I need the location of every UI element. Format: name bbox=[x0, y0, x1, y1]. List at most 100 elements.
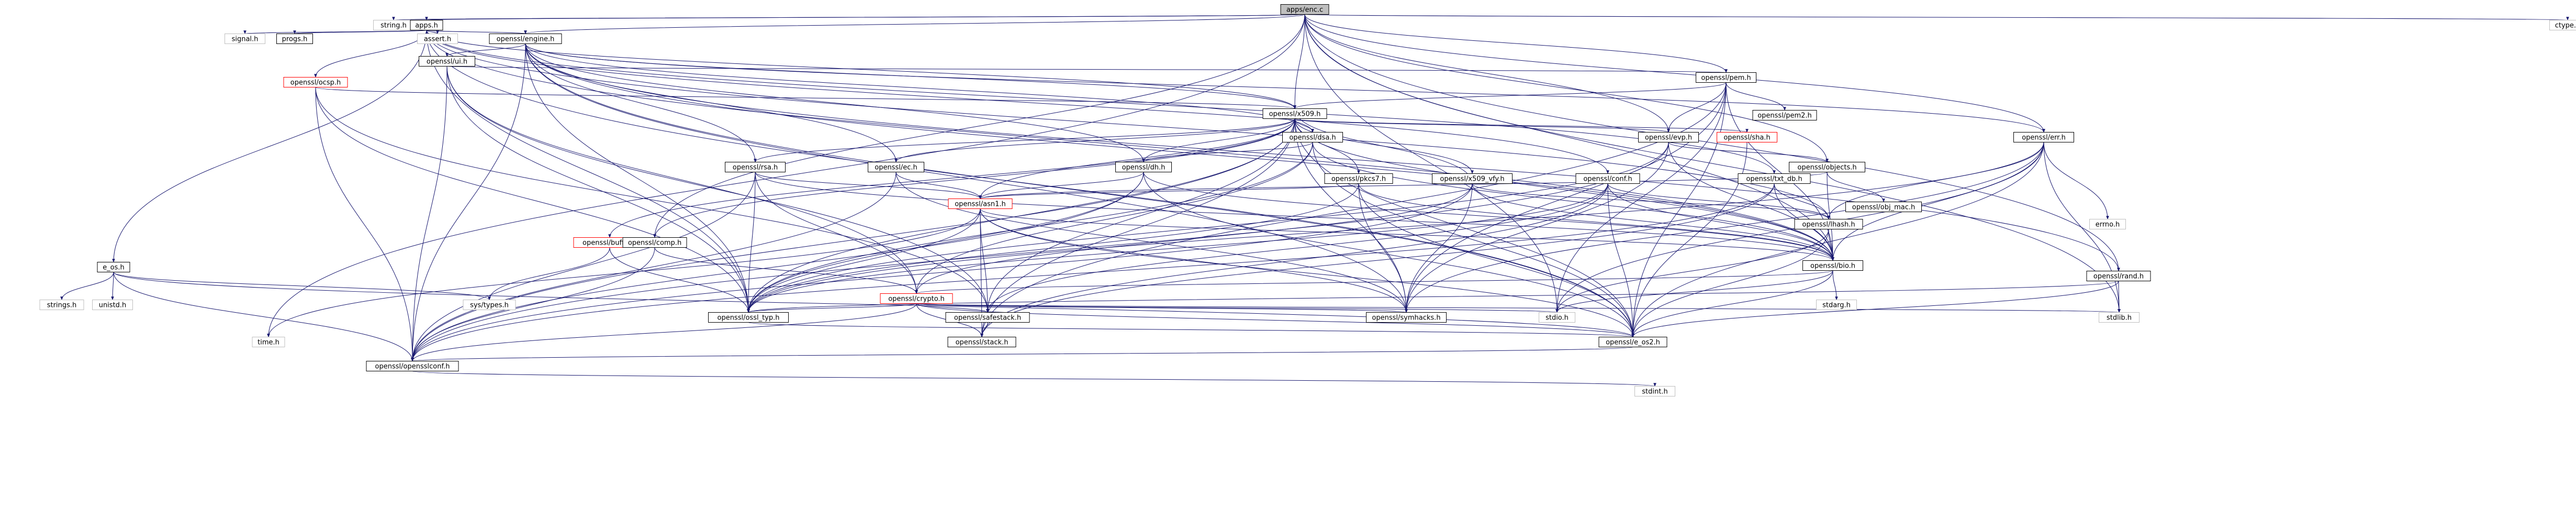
node-box bbox=[1845, 202, 1922, 212]
node-box bbox=[1282, 132, 1343, 142]
node-label: openssl/safestack.h bbox=[954, 314, 1021, 322]
node-label: openssl/comp.h bbox=[628, 239, 681, 247]
dependency-edge bbox=[980, 208, 989, 313]
dependency-edge bbox=[747, 281, 2119, 313]
graph-node-progs[interactable]: progs.h bbox=[276, 34, 313, 44]
dependency-edges bbox=[60, 14, 2568, 387]
dependency-edge bbox=[525, 43, 1634, 338]
graph-node-stdarg: stdarg.h bbox=[1816, 300, 1857, 310]
dependency-edge bbox=[426, 30, 750, 313]
graph-node-e-os[interactable]: e_os.h bbox=[97, 262, 130, 272]
dependency-edge bbox=[525, 43, 1314, 133]
graph-node-symhacks[interactable]: openssl/symhacks.h bbox=[1366, 312, 1447, 323]
graph-node-lhash[interactable]: openssl/lhash.h bbox=[1794, 219, 1863, 229]
graph-node-dsa[interactable]: openssl/dsa.h bbox=[1282, 132, 1343, 142]
graph-node-crypto[interactable]: openssl/crypto.h bbox=[880, 293, 953, 304]
graph-node-engine[interactable]: openssl/engine.h bbox=[489, 34, 562, 44]
node-label: openssl/err.h bbox=[2022, 134, 2066, 142]
graph-node-x509-vfy[interactable]: openssl/x509_vfy.h bbox=[1432, 173, 1513, 184]
dependency-edge bbox=[426, 30, 439, 35]
graph-node-conf[interactable]: openssl/conf.h bbox=[1575, 173, 1640, 184]
node-box bbox=[708, 312, 789, 323]
node-box bbox=[1634, 386, 1675, 396]
dependency-edge bbox=[747, 142, 1313, 313]
graph-node-ec[interactable]: openssl/ec.h bbox=[868, 162, 924, 172]
dependency-edge bbox=[243, 30, 427, 35]
dependency-edge bbox=[1293, 82, 1727, 109]
node-label: openssl/lhash.h bbox=[1802, 221, 1855, 229]
dependency-edge bbox=[1607, 183, 1830, 220]
dependency-edge bbox=[1304, 14, 1559, 313]
graph-node-pem[interactable]: openssl/pem.h bbox=[1696, 72, 1756, 83]
dependency-edge bbox=[895, 172, 982, 200]
graph-node-apps-h[interactable]: apps.h bbox=[410, 20, 443, 30]
node-box bbox=[276, 34, 313, 44]
graph-node-x509[interactable]: openssl/x509.h bbox=[1262, 108, 1327, 119]
dependency-edge bbox=[315, 87, 989, 313]
node-box bbox=[1696, 72, 1756, 83]
dependency-edge bbox=[411, 172, 897, 362]
dependency-edge bbox=[609, 247, 750, 313]
dependency-edge bbox=[1472, 183, 1834, 261]
dependency-edge bbox=[315, 87, 414, 362]
graph-node-strings: strings.h bbox=[39, 300, 84, 310]
graph-node-evp[interactable]: openssl/evp.h bbox=[1638, 132, 1699, 142]
node-label: openssl/opensslconf.h bbox=[375, 363, 450, 371]
graph-node-pkcs7[interactable]: openssl/pkcs7.h bbox=[1324, 173, 1393, 184]
dependency-edge bbox=[915, 270, 1833, 294]
dependency-edge bbox=[411, 66, 447, 362]
graph-node-obj-mac[interactable]: openssl/obj_mac.h bbox=[1845, 202, 1922, 212]
graph-node-e-os2[interactable]: openssl/e_os2.h bbox=[1598, 337, 1667, 347]
node-label: openssl/pem.h bbox=[1701, 74, 1751, 82]
graph-node-err[interactable]: openssl/err.h bbox=[2013, 132, 2074, 142]
graph-node-ossl-typ[interactable]: openssl/ossl_typ.h bbox=[708, 312, 789, 323]
node-box bbox=[2099, 312, 2140, 323]
graph-node-opensslconf[interactable]: openssl/opensslconf.h bbox=[366, 361, 459, 371]
dependency-edge bbox=[525, 43, 2120, 272]
node-label: apps/enc.c bbox=[1286, 6, 1323, 14]
dependency-edge bbox=[525, 43, 757, 163]
dependency-edge bbox=[1304, 14, 2120, 272]
node-box bbox=[2549, 20, 2576, 30]
graph-node-rsa[interactable]: openssl/rsa.h bbox=[725, 162, 786, 172]
node-box bbox=[283, 77, 348, 87]
dependency-edge bbox=[1304, 14, 1728, 73]
graph-node-safestack[interactable]: openssl/safestack.h bbox=[945, 312, 1030, 323]
dependency-edge bbox=[267, 14, 1305, 338]
graph-node-stack[interactable]: openssl/stack.h bbox=[947, 337, 1016, 347]
graph-node-dh[interactable]: openssl/dh.h bbox=[1115, 162, 1172, 172]
dependency-edge bbox=[747, 208, 981, 313]
node-label: openssl/asn1.h bbox=[955, 201, 1006, 208]
graph-node-txt-db[interactable]: openssl/txt_db.h bbox=[1738, 173, 1811, 184]
graph-node-sha[interactable]: openssl/sha.h bbox=[1717, 132, 1777, 142]
graph-node-ui[interactable]: openssl/ui.h bbox=[419, 56, 475, 67]
graph-node-rand[interactable]: openssl/rand.h bbox=[2086, 271, 2151, 281]
graph-node-bio[interactable]: openssl/bio.h bbox=[1802, 260, 1863, 271]
node-box bbox=[880, 293, 953, 304]
node-label: openssl/symhacks.h bbox=[1372, 314, 1440, 322]
dependency-edge bbox=[1294, 118, 1634, 338]
dependency-edge bbox=[754, 118, 1295, 163]
node-label: unistd.h bbox=[99, 302, 127, 310]
dependency-edge bbox=[411, 142, 1669, 362]
dependency-edge bbox=[1294, 118, 1314, 133]
graph-node-objects[interactable]: openssl/objects.h bbox=[1789, 162, 1865, 172]
graph-node-comp[interactable]: openssl/comp.h bbox=[622, 237, 687, 248]
node-label: openssl/ec.h bbox=[875, 164, 917, 172]
graph-node-asn1[interactable]: openssl/asn1.h bbox=[948, 199, 1013, 209]
graph-node-ctype: ctype.h bbox=[2549, 20, 2576, 30]
node-label: openssl/bio.h bbox=[1810, 262, 1855, 270]
node-box bbox=[92, 300, 133, 310]
graph-node-enc: apps/enc.c bbox=[1280, 4, 1329, 15]
node-label: openssl/e_os2.h bbox=[1606, 339, 1660, 347]
graph-node-ocsp[interactable]: openssl/ocsp.h bbox=[283, 77, 348, 87]
dependency-edge bbox=[411, 172, 1144, 362]
dependency-edge bbox=[654, 247, 918, 294]
graph-node-errno: errno.h bbox=[2089, 219, 2126, 229]
graph-node-pem2[interactable]: openssl/pem2.h bbox=[1752, 110, 1817, 120]
dependency-edge bbox=[1142, 142, 1313, 163]
graph-node-stdlib: stdlib.h bbox=[2099, 312, 2140, 323]
dependency-edge bbox=[755, 172, 982, 200]
node-label: openssl/ui.h bbox=[427, 58, 467, 66]
dependency-edge bbox=[1294, 118, 1834, 261]
